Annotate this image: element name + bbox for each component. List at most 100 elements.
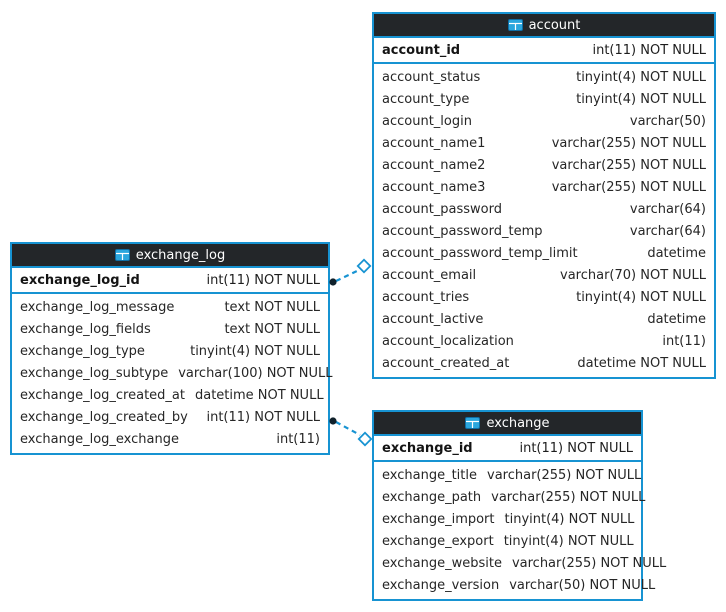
column-name: account_name1 — [382, 135, 486, 151]
column-row[interactable]: exchange_version varchar(50) NOT NULL — [374, 574, 655, 596]
column-row[interactable]: exchange_export tinyint(4) NOT NULL — [374, 530, 641, 552]
column-type: int(11) NOT NULL — [206, 272, 320, 288]
column-type: tinyint(4) NOT NULL — [503, 533, 634, 549]
column-type: varchar(64) — [629, 201, 706, 217]
column-row[interactable]: account_password varchar(64) — [374, 198, 714, 220]
column-type: int(11) NOT NULL — [206, 409, 320, 425]
column-row[interactable]: account_status tinyint(4) NOT NULL — [374, 66, 714, 88]
column-type: tinyint(4) NOT NULL — [190, 343, 320, 359]
column-row[interactable]: exchange_website varchar(255) NOT NULL — [374, 552, 666, 574]
column-type: int(11) NOT NULL — [519, 440, 633, 456]
column-name: account_created_at — [382, 355, 510, 371]
column-row[interactable]: account_tries tinyint(4) NOT NULL — [374, 286, 714, 308]
column-type: datetime — [647, 311, 706, 327]
column-name: exchange_import — [382, 511, 495, 527]
column-name: exchange_log_message — [20, 299, 175, 315]
primary-key-row[interactable]: exchange_id int(11) NOT NULL — [374, 436, 641, 462]
column-name: account_password_temp_limit — [382, 245, 578, 261]
column-type: varchar(100) NOT NULL — [178, 365, 333, 381]
column-row[interactable]: exchange_import tinyint(4) NOT NULL — [374, 508, 641, 530]
column-row[interactable]: exchange_title varchar(255) NOT NULL — [374, 464, 641, 486]
column-type: varchar(255) NOT NULL — [511, 555, 667, 571]
column-type: varchar(50) NOT NULL — [509, 577, 656, 593]
column-row[interactable]: exchange_log_subtype varchar(100) NOT NUL… — [12, 362, 332, 384]
column-name: account_name2 — [382, 157, 486, 173]
column-type: text NOT NULL — [224, 321, 320, 337]
column-type: varchar(64) — [629, 223, 706, 239]
column-name: exchange_log_subtype — [20, 365, 169, 381]
column-row[interactable]: account_name2 varchar(255) NOT NULL — [374, 154, 714, 176]
column-name: exchange_log_exchange — [20, 431, 179, 447]
column-type: varchar(255) NOT NULL — [491, 489, 646, 505]
column-row[interactable]: account_email varchar(70) NOT NULL — [374, 264, 714, 286]
table-account[interactable]: account account_id int(11) NOT NULL acco… — [372, 12, 716, 379]
column-type: datetime — [647, 245, 706, 261]
column-row[interactable]: exchange_log_exchange int(11) — [12, 428, 328, 450]
column-name: account_status — [382, 69, 481, 85]
column-row[interactable]: exchange_log_fields text NOT NULL — [12, 318, 328, 340]
column-row[interactable]: exchange_path varchar(255) NOT NULL — [374, 486, 645, 508]
column-row[interactable]: exchange_log_message text NOT NULL — [12, 296, 328, 318]
table-title: exchange — [486, 415, 550, 431]
column-name: account_email — [382, 267, 477, 283]
column-type: tinyint(4) NOT NULL — [576, 289, 706, 305]
column-type: int(11) — [276, 431, 320, 447]
column-row[interactable]: account_type tinyint(4) NOT NULL — [374, 88, 714, 110]
column-name: account_lactive — [382, 311, 484, 327]
column-name: account_password — [382, 201, 503, 217]
primary-key-row[interactable]: account_id int(11) NOT NULL — [374, 38, 714, 64]
column-row[interactable]: account_lactive datetime — [374, 308, 714, 330]
column-row[interactable]: exchange_log_type tinyint(4) NOT NULL — [12, 340, 328, 362]
table-title: exchange_log — [135, 247, 226, 263]
column-type: varchar(255) NOT NULL — [551, 157, 706, 173]
column-name: account_id — [382, 42, 461, 58]
table-exchange[interactable]: exchange exchange_id int(11) NOT NULL ex… — [372, 410, 666, 601]
relationship-exchange-log-account[interactable] — [329, 258, 372, 286]
column-row[interactable]: account_localization int(11) — [374, 330, 714, 352]
column-name: exchange_log_type — [20, 343, 145, 359]
column-name: exchange_title — [382, 467, 477, 483]
column-name: account_localization — [382, 333, 514, 349]
table-header-exchange-log[interactable]: exchange_log — [12, 244, 328, 268]
column-name: exchange_log_created_at — [20, 387, 185, 403]
table-header-account[interactable]: account — [374, 14, 714, 38]
column-name: exchange_path — [382, 489, 482, 505]
column-name: account_password_temp — [382, 223, 543, 239]
column-type: int(11) — [662, 333, 706, 349]
column-name: exchange_export — [382, 533, 494, 549]
column-name: account_name3 — [382, 179, 486, 195]
column-type: tinyint(4) NOT NULL — [504, 511, 635, 527]
table-exchange-log[interactable]: exchange_log exchange_log_id int(11) NOT… — [10, 242, 332, 455]
column-name: exchange_log_fields — [20, 321, 151, 337]
primary-key-row[interactable]: exchange_log_id int(11) NOT NULL — [12, 268, 328, 294]
column-name: exchange_id — [382, 440, 473, 456]
table-icon — [507, 19, 523, 31]
column-type: int(11) NOT NULL — [592, 42, 706, 58]
column-row[interactable]: account_password_temp_limit datetime — [374, 242, 714, 264]
column-name: account_type — [382, 91, 470, 107]
column-name: exchange_website — [382, 555, 502, 571]
column-name: exchange_log_id — [20, 272, 140, 288]
column-type: text NOT NULL — [224, 299, 320, 315]
column-type: tinyint(4) NOT NULL — [576, 91, 706, 107]
column-type: varchar(70) NOT NULL — [560, 267, 706, 283]
column-row[interactable]: account_password_temp varchar(64) — [374, 220, 714, 242]
table-header-exchange[interactable]: exchange — [374, 412, 641, 436]
column-type: varchar(255) NOT NULL — [487, 467, 642, 483]
relationship-exchange-log-exchange[interactable] — [329, 417, 373, 447]
column-name: account_login — [382, 113, 472, 129]
column-name: account_tries — [382, 289, 470, 305]
column-type: tinyint(4) NOT NULL — [576, 69, 706, 85]
column-name: exchange_version — [382, 577, 500, 593]
column-row[interactable]: exchange_log_created_by int(11) NOT NULL — [12, 406, 328, 428]
column-name: exchange_log_created_by — [20, 409, 188, 425]
